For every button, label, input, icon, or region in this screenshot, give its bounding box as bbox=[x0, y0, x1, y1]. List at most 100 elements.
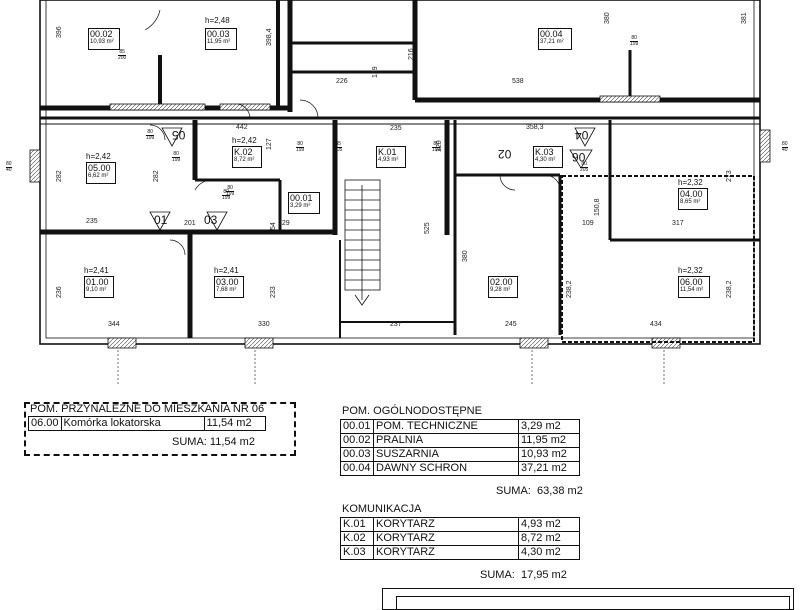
private-sum: SUMA: 11,54 m2 bbox=[172, 436, 255, 448]
room-area: 4,30 m² bbox=[535, 157, 556, 163]
bottom-frame-inner bbox=[396, 596, 790, 610]
dimension-label: 201 bbox=[184, 220, 196, 227]
dimension-label: 127 bbox=[266, 138, 273, 150]
dimension-label: 317 bbox=[672, 220, 684, 227]
dimension-label: 396 bbox=[56, 26, 63, 38]
dimension-label: 434 bbox=[650, 321, 662, 328]
door-swings bbox=[144, 9, 561, 256]
room-tag-k-02: K.02 8,72 m² bbox=[232, 146, 262, 168]
room-area: 7,68 m² bbox=[216, 287, 237, 293]
room-number: K.02 bbox=[234, 147, 253, 157]
private-room-highlight bbox=[561, 175, 755, 343]
room-number: 04.00 bbox=[680, 189, 703, 199]
room-tag-05-00: 05.00 6,62 m² bbox=[86, 162, 116, 184]
dimension-label: 54 bbox=[270, 222, 277, 230]
room-number: 03.00 bbox=[216, 277, 239, 287]
dimension-label: 226 bbox=[336, 78, 348, 85]
room-area: 10,93 m² bbox=[90, 39, 114, 45]
room-tag-00-03: 00.03 11,95 m² bbox=[205, 28, 237, 50]
dimension-label: 236 bbox=[56, 286, 63, 298]
room-number: 05.00 bbox=[88, 163, 111, 173]
dimension-label: 229 bbox=[278, 220, 290, 227]
room-area: 9,28 m² bbox=[490, 287, 511, 293]
dimension-label: 233 bbox=[270, 286, 277, 298]
dimension-label: 237 bbox=[390, 321, 402, 328]
room-number: 00.03 bbox=[207, 29, 230, 39]
room-area-cell: 11,54 m2 bbox=[203, 416, 266, 431]
room-number: 00.01 bbox=[290, 193, 313, 203]
room-number: 02.00 bbox=[490, 277, 513, 287]
dimension-label: 538 bbox=[512, 78, 524, 85]
section-mark: 02 bbox=[498, 147, 512, 161]
room-tag-00-02: 00.02 10,93 m² bbox=[88, 28, 120, 50]
dimension-label: 282 bbox=[56, 170, 63, 182]
dimension-label: 150,8 bbox=[594, 198, 601, 216]
room-area: 11,54 m² bbox=[680, 287, 704, 293]
dimension-label: 358,3 bbox=[526, 124, 544, 131]
outer-wall bbox=[39, 0, 761, 345]
room-tag-02-00: 02.00 9,28 m² bbox=[488, 276, 518, 298]
room-area: 11,95 m² bbox=[207, 39, 231, 45]
window-markers bbox=[29, 95, 771, 349]
section-mark: 05 bbox=[172, 128, 186, 142]
staircase bbox=[344, 179, 381, 306]
room-height: h=2,42 bbox=[86, 152, 111, 161]
dimension-label: 380 bbox=[462, 250, 469, 262]
room-height: h=2,41 bbox=[214, 266, 239, 275]
dimension-label: 380 bbox=[604, 12, 611, 24]
dimension-label: 525 bbox=[424, 222, 431, 234]
dimension-label: 235 bbox=[390, 125, 402, 132]
private-rooms-table: 06.00 Komórka lokatorska 11,54 m2 bbox=[28, 416, 266, 431]
room-height: h=2,42 bbox=[232, 136, 257, 145]
room-area: 37,21 m² bbox=[540, 39, 564, 45]
floor-plan bbox=[29, 0, 771, 385]
room-number: 00.02 bbox=[90, 29, 113, 39]
room-tag-01-00: 01.00 9,10 m² bbox=[84, 276, 114, 298]
room-height: h=2,48 bbox=[205, 16, 230, 25]
room-height: h=2,32 bbox=[678, 266, 703, 275]
dimension-label: 238,2 bbox=[566, 280, 573, 298]
room-area: 6,62 m² bbox=[88, 173, 109, 179]
dimension-label: 139 bbox=[372, 66, 379, 78]
dimension-label: 330 bbox=[258, 321, 270, 328]
dimension-label: 109 bbox=[582, 220, 594, 227]
dimension-label: 282 bbox=[153, 170, 160, 182]
private-rooms-frame bbox=[24, 402, 296, 456]
room-tag-03-00: 03.00 7,68 m² bbox=[214, 276, 244, 298]
room-tag-k-01: K.01 4,93 m² bbox=[376, 146, 406, 168]
room-tag-06-00: 06.00 11,54 m² bbox=[678, 276, 710, 298]
room-name-cell: Komórka lokatorska bbox=[60, 416, 205, 431]
section-markers bbox=[149, 127, 596, 231]
dimension-label: 216 bbox=[408, 48, 415, 60]
communication-sum: SUMA: 17,95 m2 bbox=[480, 569, 567, 581]
common-sum: SUMA: 63,38 m2 bbox=[496, 485, 583, 497]
room-tag-00-01: 00.01 3,29 m² bbox=[288, 192, 320, 214]
dimension-label: 238,2 bbox=[726, 280, 733, 298]
room-tag-00-04: 00.04 37,21 m² bbox=[538, 28, 572, 50]
room-area: 9,10 m² bbox=[86, 287, 107, 293]
section-mark: 01 bbox=[154, 213, 168, 227]
common-rooms-title: POM. OGÓLNODOSTĘPNE bbox=[342, 405, 482, 417]
room-area: 4,93 m² bbox=[378, 157, 399, 163]
room-number: K.03 bbox=[535, 147, 554, 157]
private-rooms-title: POM. PRZYNALEŻNE DO MIESZKANIA NR 06 bbox=[30, 403, 265, 415]
dimension-label: 245 bbox=[505, 321, 517, 328]
